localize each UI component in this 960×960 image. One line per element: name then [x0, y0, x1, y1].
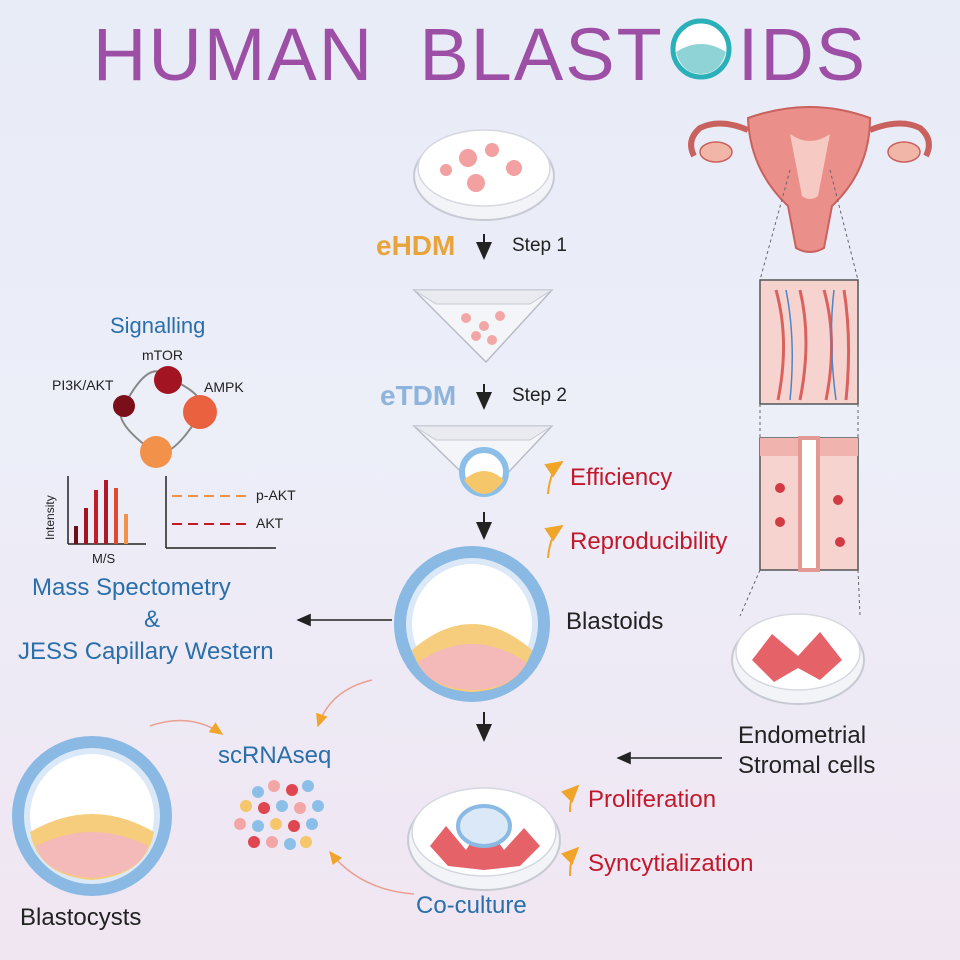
scrnaseq-label: scRNAseq: [218, 742, 332, 769]
coculture-label: Co-culture: [416, 892, 527, 919]
pi3k-node: [113, 395, 135, 417]
scrnaseq-cells: [234, 780, 324, 850]
ampk-node: [183, 395, 217, 429]
mass-spec-label: Mass Spectometry: [32, 574, 231, 601]
endometrial-label-1: Endometrial: [738, 722, 867, 749]
mass-spec-plot: [67, 476, 146, 545]
ehdm-label: eHDM: [376, 230, 456, 261]
etdm-label: eTDM: [380, 380, 457, 411]
syncytialization-label: Syncytialization: [588, 850, 754, 877]
signalling-network: [113, 366, 217, 468]
akt-legend: AKT: [256, 515, 284, 531]
mtor-label: mTOR: [142, 347, 183, 363]
ampersand-label: &: [144, 606, 161, 633]
signalling-title: Signalling: [110, 313, 206, 338]
endometrial-label-2: Stromal cells: [738, 752, 876, 779]
target-node: [140, 436, 172, 468]
scrnaseq-arrows: [149, 679, 415, 895]
pyramid-well-1: [412, 289, 554, 364]
pyramid-well-2: [412, 425, 554, 498]
p-akt-legend: p-AKT: [256, 487, 296, 503]
endometrium-panel-2: [739, 404, 861, 617]
endometrium-panel-1: [759, 169, 859, 405]
ampk-label: AMPK: [204, 379, 244, 395]
mtor-node: [154, 366, 182, 394]
blastocyst-illustration: [12, 736, 172, 896]
proliferation-label: Proliferation: [588, 786, 717, 813]
blastoids-label: Blastoids: [566, 608, 664, 635]
ms-axis-label: M/S: [92, 551, 116, 566]
efficiency-label: Efficiency: [570, 464, 673, 491]
pi3k-akt-label: PI3K/AKT: [52, 377, 114, 393]
intensity-axis-label: Intensity: [43, 495, 57, 540]
reproducibility-label: Reproducibility: [570, 528, 728, 555]
uterus-illustration: [688, 106, 932, 253]
blastocysts-label: Blastocysts: [20, 904, 142, 931]
outcome-arrows: [544, 460, 580, 877]
culture-dish: [413, 129, 555, 221]
step1-label: Step 1: [512, 235, 567, 256]
step2-label: Step 2: [512, 385, 567, 406]
coculture-dish: [407, 787, 561, 891]
blastoid-illustration: [394, 546, 550, 702]
stromal-cell-dish: [731, 613, 865, 705]
jess-label: JESS Capillary Western: [18, 638, 274, 665]
western-plot: [165, 476, 276, 549]
blastoid-o-icon: [666, 14, 736, 84]
